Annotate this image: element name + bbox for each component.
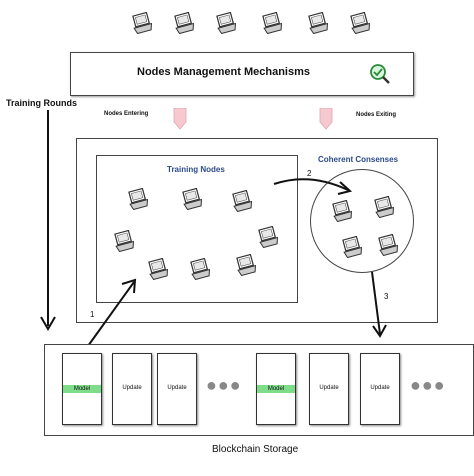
consensus-circle xyxy=(310,169,414,273)
block-label: Model xyxy=(257,385,295,393)
laptop-icon xyxy=(350,12,370,34)
laptop-icon xyxy=(308,12,328,34)
block-label: Update xyxy=(167,385,187,391)
blockchain-storage-label: Blockchain Storage xyxy=(212,444,299,455)
block-label: Update xyxy=(122,385,142,391)
model-block: Model xyxy=(256,353,296,425)
block-label: Update xyxy=(370,385,390,391)
step-1-label: 1 xyxy=(90,310,95,319)
laptop-icon xyxy=(258,226,278,248)
nodes-management-box: Nodes Management Mechanisms xyxy=(70,52,414,96)
nodes-entering-label: Nodes Entering xyxy=(104,111,149,117)
laptop-icon xyxy=(182,188,202,210)
update-block: Update xyxy=(112,353,152,425)
laptop-icon xyxy=(236,254,256,276)
training-rounds-arrow xyxy=(40,110,56,331)
laptop-icon xyxy=(190,258,210,280)
laptop-icon xyxy=(174,12,194,34)
nodes-management-title: Nodes Management Mechanisms xyxy=(137,66,310,78)
ellipsis-dots: ●●● xyxy=(206,375,242,395)
block-label: Model xyxy=(63,385,101,393)
training-rounds-label: Training Rounds xyxy=(6,98,77,108)
step-3-label: 3 xyxy=(384,292,389,301)
arrow-to-consensus xyxy=(273,178,353,195)
laptop-icon xyxy=(262,12,282,34)
model-block: Model xyxy=(62,353,102,425)
block-label: Update xyxy=(319,385,339,391)
exiting-arrow-icon xyxy=(319,108,333,130)
laptop-icon xyxy=(378,234,398,256)
arrow-to-storage xyxy=(371,271,387,338)
coherent-consenses-title: Coherent Consenses xyxy=(318,155,399,164)
magnifier-check-icon xyxy=(370,64,390,84)
update-block: Update xyxy=(360,353,400,425)
laptop-icon xyxy=(148,258,168,280)
arrow-to-training-nodes xyxy=(87,278,137,347)
laptop-icon xyxy=(342,236,362,258)
entering-arrow-icon xyxy=(173,108,187,130)
laptop-icon xyxy=(332,200,352,222)
ellipsis-dots: ●●● xyxy=(410,375,446,395)
step-2-label: 2 xyxy=(307,169,312,178)
update-block: Update xyxy=(309,353,349,425)
laptop-icon xyxy=(232,190,252,212)
laptop-icon xyxy=(216,12,236,34)
laptop-icon xyxy=(374,196,394,218)
training-nodes-title: Training Nodes xyxy=(167,165,225,174)
update-block: Update xyxy=(157,353,197,425)
laptop-icon xyxy=(132,12,152,34)
laptop-icon xyxy=(114,230,134,252)
laptop-icon xyxy=(128,188,148,210)
nodes-exiting-label: Nodes Exiting xyxy=(356,112,397,118)
